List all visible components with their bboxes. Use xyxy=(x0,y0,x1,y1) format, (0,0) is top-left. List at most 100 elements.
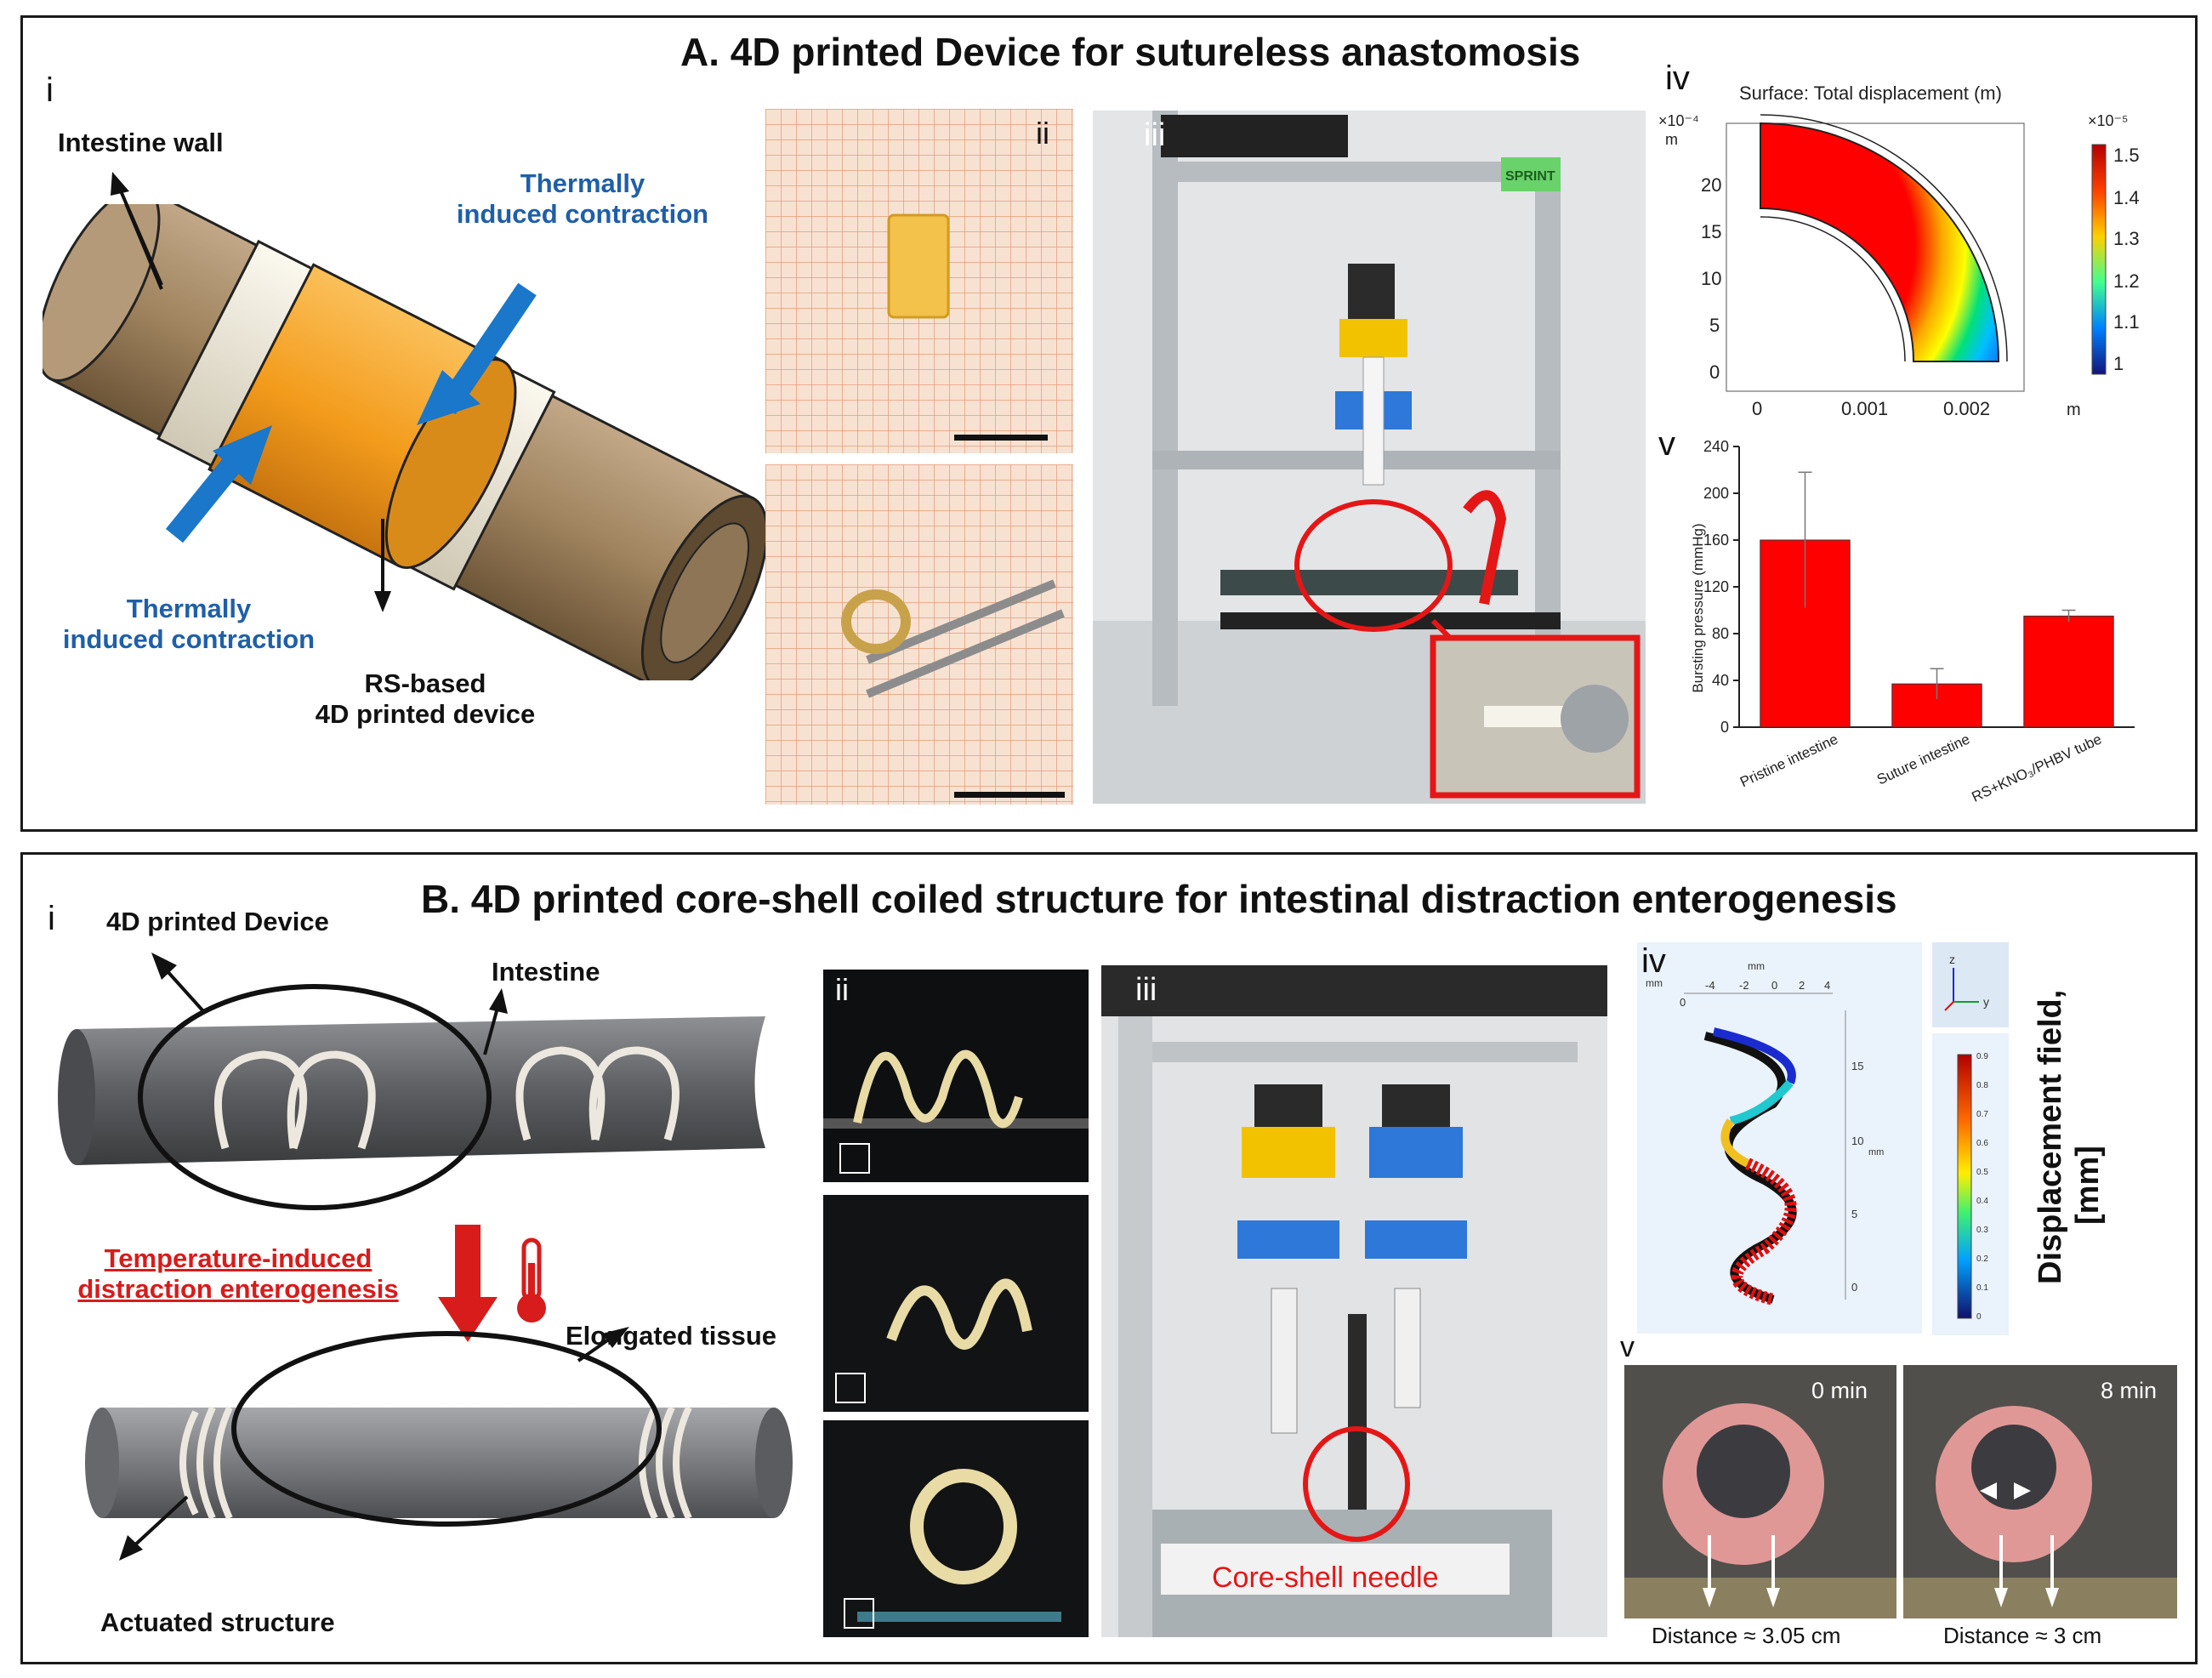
panel-a-iv-label: iv xyxy=(1665,60,1690,97)
sim-cb-4: 0.5 xyxy=(1976,1168,1988,1177)
fem-ytick-5: 5 xyxy=(1709,315,1720,336)
panel-b-title: B. 4D printed core-shell coiled structur… xyxy=(421,877,1897,921)
axis-triad-drawing: z y xyxy=(1944,953,1989,1011)
panel-a-ii-label: ii xyxy=(1036,116,1049,151)
fem-displacement-plot: Surface: Total displacement (m) ×10⁻⁴ m … xyxy=(1658,82,2140,419)
distance-0min: Distance ≈ 3.05 cm xyxy=(1652,1623,1841,1648)
ring-0min-drawing xyxy=(1624,1365,1896,1618)
sim-ztick-10: 10 xyxy=(1851,1135,1863,1147)
sim-cb-1: 0.8 xyxy=(1976,1081,1988,1090)
chart-y-tick-label: 200 xyxy=(1703,485,1729,502)
sim-cb-9: 0 xyxy=(1976,1312,1982,1322)
sim-ztick-0: 0 xyxy=(1851,1281,1857,1294)
device-label: RS-based 4D printed device xyxy=(306,668,544,730)
chart-category-label: Suture intestine xyxy=(1874,731,1972,788)
elongated-highlight-ellipse xyxy=(231,1331,662,1527)
panel-a-title: A. 4D printed Device for sutureless anas… xyxy=(680,30,1581,74)
sim-xtick-b: -2 xyxy=(1739,979,1749,992)
thermometer-icon xyxy=(517,1237,546,1322)
sim-cb-8: 0.1 xyxy=(1976,1283,1988,1293)
time-8min: 8 min xyxy=(2101,1378,2158,1403)
photo-3d-printer: SPRINT xyxy=(1093,111,1646,804)
down-arrow-red xyxy=(438,1225,498,1342)
time-0min: 0 min xyxy=(1811,1378,1868,1403)
fem-cb-12: 1.2 xyxy=(2113,270,2140,292)
temperature-label: Temperature-induced distraction enteroge… xyxy=(51,1243,425,1305)
coil-side-drawing xyxy=(823,970,1089,1182)
scale-bar xyxy=(954,435,1048,441)
axis-z-label: z xyxy=(1949,953,1955,966)
fem-xtick-0: 0 xyxy=(1752,398,1762,419)
panel-a-frame xyxy=(20,15,2198,832)
photo-coil-side xyxy=(823,970,1089,1182)
fem-cb-1: 1 xyxy=(2113,353,2124,374)
temperature-line2: distraction enterogenesis xyxy=(77,1274,399,1304)
photo-ring-0min xyxy=(1624,1365,1896,1618)
sim-cb-3: 0.6 xyxy=(1976,1139,1988,1148)
arrow-to-wall xyxy=(111,172,163,286)
coaxial-printer-drawing xyxy=(1101,965,1607,1637)
thermal-label-top: Thermally induced contraction xyxy=(442,168,723,230)
panel-a-iii-label: iii xyxy=(1144,117,1166,153)
sim-y-unit: mm xyxy=(1646,977,1663,989)
sim-xtick-d: 2 xyxy=(1799,979,1805,992)
device-line1: RS-based xyxy=(364,668,486,698)
sim-cb-0: 0.9 xyxy=(1976,1052,1988,1061)
actuated-structure-label: Actuated structure xyxy=(100,1607,335,1637)
fem-ytick-15: 15 xyxy=(1701,221,1721,242)
sim-xtick-e: 4 xyxy=(1824,979,1830,992)
sim-xtick-0: 0 xyxy=(1680,996,1686,1009)
fem-y-unit: m xyxy=(1665,131,1678,148)
sim-colorbar-panel: 0.9 0.8 0.7 0.6 0.5 0.4 0.3 0.2 0.1 0 xyxy=(1932,1033,2009,1335)
device-line2: 4D printed device xyxy=(315,699,536,729)
panel-b-frame xyxy=(20,852,2198,1664)
sim-axis-triad: z y xyxy=(1932,942,2009,1027)
coil-top-drawing xyxy=(823,1195,1089,1412)
fem-colorbar xyxy=(2091,144,2107,375)
fem-cb-15: 1.5 xyxy=(2113,145,2140,166)
panel-a-v-label: v xyxy=(1658,425,1675,463)
fem-cb-14: 1.4 xyxy=(2113,187,2140,208)
sim-ztick-15: 15 xyxy=(1851,1060,1863,1072)
sprint-label: SPRINT xyxy=(1505,169,1555,184)
photo-coil-top xyxy=(823,1195,1089,1412)
axis-y-label: y xyxy=(1983,995,1989,1009)
fem-cb-exp: ×10⁻⁵ xyxy=(2088,112,2129,129)
sim-cb-2: 0.7 xyxy=(1976,1110,1988,1119)
sim-colorbar-drawing: 0.9 0.8 0.7 0.6 0.5 0.4 0.3 0.2 0.1 0 xyxy=(1957,1052,1988,1322)
sprint-sticker xyxy=(1501,157,1561,191)
helix-drawing: mm mm 0 -4 -2 0 2 4 15 10 mm 5 0 xyxy=(1637,942,1922,1334)
intestine-tube-illustration xyxy=(43,204,765,680)
fem-cb-11: 1.1 xyxy=(2113,311,2140,333)
thermal-top-line2: induced contraction xyxy=(456,199,709,229)
chart-y-axis-label: Bursting pressure (mmHg) xyxy=(1690,523,1706,692)
panel-b-i-label: i xyxy=(48,900,55,937)
chart-y-tick-label: 120 xyxy=(1703,578,1729,595)
photo-coil-end xyxy=(823,1420,1089,1637)
chart-bar xyxy=(2023,615,2114,728)
chart-y-tick-label: 240 xyxy=(1703,438,1729,455)
fem-ytick-0: 0 xyxy=(1709,361,1720,383)
thermal-top-line1: Thermally xyxy=(520,168,645,198)
chart-y-tick-label: 160 xyxy=(1703,532,1729,549)
chart-y-tick-label: 40 xyxy=(1712,672,1729,689)
panel-b-iii-label: iii xyxy=(1135,972,1157,1008)
panel-a-i-label: i xyxy=(46,71,54,109)
device-highlight-ellipse xyxy=(138,984,492,1210)
sim-xtick-a: -4 xyxy=(1705,979,1715,992)
needle-highlight-circle xyxy=(1303,1426,1410,1542)
fem-x-unit: m xyxy=(2067,401,2081,419)
cb-label-line1: Displacement field, xyxy=(2033,990,2068,1284)
bursting-pressure-chart: Bursting pressure (mmHg) 040801201602002… xyxy=(1690,438,2135,805)
fem-xtick-2: 0.002 xyxy=(1943,398,1990,419)
fem-y-exp: ×10⁻⁴ xyxy=(1658,112,1699,129)
ring-photo xyxy=(765,464,1073,805)
grid-paper-bg xyxy=(765,109,1073,453)
panel-b-iv-label: iv xyxy=(1641,942,1666,980)
sim-ztick-5: 5 xyxy=(1851,1208,1857,1220)
sim-x-unit: mm xyxy=(1748,960,1765,972)
core-shell-needle-label: Core-shell needle xyxy=(1212,1561,1439,1594)
sim-z-unit: mm xyxy=(1868,1147,1884,1158)
coil-end-drawing xyxy=(823,1420,1089,1637)
ring-8min-drawing xyxy=(1903,1365,2177,1618)
